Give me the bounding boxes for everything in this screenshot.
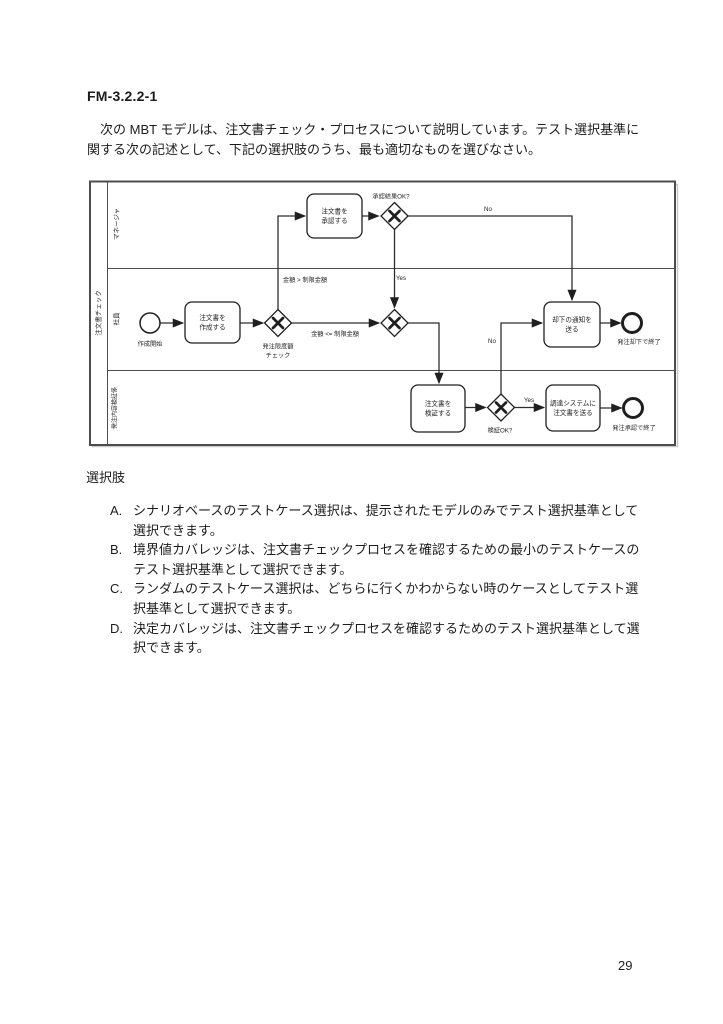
label-over-limit: 金額 > 制限金額 — [283, 276, 327, 284]
choice-d-text: 決定カバレッジは、注文書チェックプロセスを確認するためのテスト選択基準として選 … — [133, 620, 640, 656]
choice-b: B. 境界値カバレッジは、注文書チェックプロセスを確認するための最小のテストケー… — [110, 540, 655, 579]
end-event-approved-label: 発注承認で終了 — [612, 424, 655, 432]
choice-d: D. 決定カバレッジは、注文書チェックプロセスを確認するためのテスト選択基準とし… — [110, 619, 655, 658]
task-approve-order — [306, 193, 363, 239]
question-text: 次の MBT モデルは、注文書チェック・プロセスについて説明しています。テスト選… — [87, 122, 640, 157]
choice-a-text: シナリオベースのテストケース選択は、提示されたモデルのみでテスト選択基準として … — [133, 503, 639, 538]
choices-heading: 選択肢 — [86, 470, 126, 485]
end-event-rejected-label: 発注却下で終了 — [617, 338, 660, 346]
label-limit-check-2: チェック — [266, 353, 291, 360]
task-approve-line2: 承認する — [321, 216, 347, 225]
task-verify-line1: 注文書を — [425, 399, 451, 408]
flow-approvalno-to-reject — [408, 215, 577, 302]
label-approval-no: No — [484, 206, 492, 213]
choice-c-label: C. — [110, 581, 123, 597]
choice-c-text: ランダムのテストケース選択は、どちらに行くかわからない時のケースとしてテスト選 … — [133, 581, 639, 616]
task-verify-order — [410, 384, 466, 433]
flow-overlimit-to-approve — [277, 211, 307, 310]
end-event-approved — [622, 397, 644, 419]
pool-label: 注文書チェック — [94, 290, 103, 336]
label-under-limit: 金額 <= 制限金額 — [311, 330, 359, 338]
task-create-line2: 作成する — [199, 323, 225, 332]
gateway-merge-x — [388, 316, 401, 330]
flow-verifyno-to-reject — [500, 318, 544, 394]
lane-label-employee: 社員 — [112, 312, 121, 326]
label-limit-check-1: 発注限度額 — [263, 343, 294, 351]
end-event-rejected — [621, 312, 643, 334]
task-send-rejection — [543, 301, 601, 348]
choice-a: A. シナリオベースのテストケース選択は、提示されたモデルのみでテスト選択基準と… — [110, 501, 655, 540]
label-approval-yes: Yes — [396, 275, 406, 282]
task-approve-line1: 注文書を — [321, 207, 347, 216]
choice-c: C. ランダムのテストケース選択は、どちらに行くかわからない時のケースとしてテス… — [110, 579, 655, 618]
task-send-line2: 注文書を送る — [553, 408, 593, 417]
flow-merge-to-verify — [408, 322, 444, 385]
label-verify-ok: 検証OK? — [488, 427, 513, 435]
choice-b-text: 境界値カバレッジは、注文書チェックプロセスを確認するための最小のテストケースの … — [133, 542, 640, 577]
task-send-line1: 調達システムに — [550, 399, 596, 408]
start-event-label: 作成開始 — [138, 340, 163, 348]
choices-list: A. シナリオベースのテストケース選択は、提示されたモデルのみでテスト選択基準と… — [110, 501, 655, 658]
choice-d-label: D. — [110, 620, 123, 636]
choice-a-label: A. — [110, 503, 123, 518]
gateway-approval-ok-x — [388, 209, 401, 223]
task-reject-line1: 却下の通知を — [552, 315, 592, 324]
task-create-line1: 注文書を — [199, 313, 225, 322]
gateway-verify-ok-x — [494, 401, 508, 414]
label-verify-no: No — [488, 338, 496, 345]
choice-b-label: B. — [110, 542, 123, 558]
task-create-order — [184, 301, 241, 344]
question-id: FM-3.2.2-1 — [87, 88, 158, 104]
task-reject-line2: 送る — [565, 325, 578, 334]
label-verify-yes: Yes — [524, 397, 534, 404]
gateway-limit-check-x — [271, 316, 285, 330]
task-verify-line2: 検証する — [425, 409, 451, 418]
start-event — [139, 312, 161, 334]
lane-label-order-check: 発注内容検証係 — [111, 387, 119, 429]
bpmn-diagram: 注文書チェック マネージャ 社員 発注内容検証係 — [88, 180, 682, 450]
lane-label-manager: マネージャ — [113, 208, 121, 240]
page-number: 29 — [618, 958, 633, 973]
task-send-to-procurement — [545, 384, 601, 432]
label-approval-ok: 承認結果OK? — [372, 193, 410, 201]
